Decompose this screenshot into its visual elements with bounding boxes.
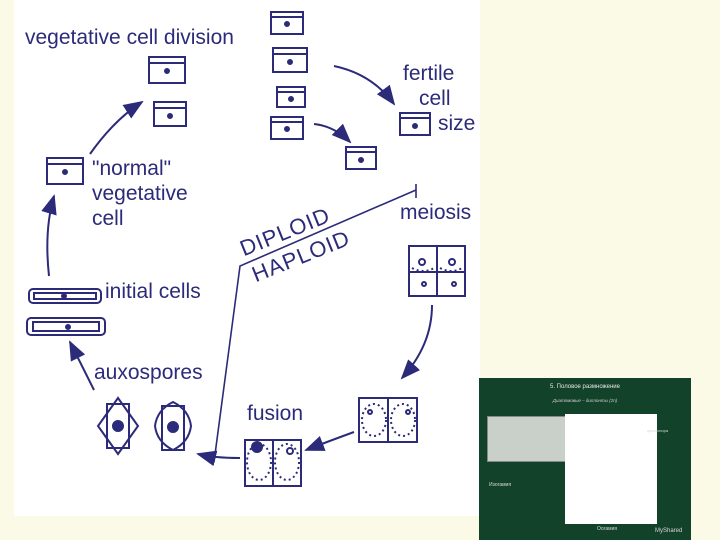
auxospore — [153, 400, 193, 452]
arrow — [41, 194, 57, 277]
label-normal-3: cell — [92, 207, 124, 230]
diatom-life-cycle-diagram — [26, 11, 466, 487]
thumbnail-caption: ауксоспора — [647, 428, 669, 433]
watermark: MyShared — [655, 528, 683, 534]
dividing-cell — [272, 47, 308, 73]
arrow — [400, 304, 433, 380]
thumbnail-illustration — [487, 416, 567, 462]
label-auxospores: auxospores — [94, 361, 203, 384]
label-fusion: fusion — [247, 402, 304, 425]
meiosis-cells — [408, 245, 466, 297]
dividing-cell — [148, 56, 186, 84]
label-fertile-3: size — [438, 112, 476, 135]
label-normal-1: "normal" — [92, 157, 172, 180]
diagram-panel: vegetative cell division fertile cell si… — [14, 0, 480, 516]
label-meiosis: meiosis — [400, 201, 472, 224]
slide-thumbnail[interactable]: 5. Половое размножение Диатомовые – дипл… — [479, 378, 691, 540]
dividing-cell — [270, 116, 304, 140]
label-fertile-2: cell — [419, 87, 451, 110]
thumbnail-caption: Изогамия — [489, 482, 512, 488]
thumbnail-subtitle: Диатомовые – диплонты (2n) — [552, 398, 618, 403]
dividing-cell — [153, 101, 187, 127]
initial-cell — [26, 317, 106, 336]
arrow — [89, 100, 144, 155]
ploidy-divider — [213, 189, 417, 463]
arrow — [196, 450, 241, 467]
thumbnail-caption: Оогамия — [597, 526, 618, 532]
auxospore — [96, 396, 140, 456]
fusion-cells — [244, 439, 302, 487]
arrow — [313, 123, 352, 144]
initial-cell — [28, 288, 102, 304]
arrow — [304, 431, 355, 451]
label-normal-2: vegetative — [92, 182, 188, 205]
gamete-cells — [358, 397, 418, 443]
normal-vegetative-cell — [46, 157, 84, 185]
small-cell — [345, 146, 377, 170]
dividing-cell — [276, 86, 306, 108]
thumbnail-illustration — [565, 414, 657, 524]
arrow — [333, 65, 396, 106]
label-initial-cells: initial cells — [105, 280, 201, 303]
label-vegetative-division: vegetative cell division — [25, 26, 234, 49]
label-fertile-1: fertile — [403, 62, 455, 85]
dividing-cell — [270, 11, 304, 35]
arrow — [69, 340, 95, 391]
thumbnail-title: 5. Половое размножение — [550, 384, 620, 390]
fertile-cell — [399, 112, 431, 136]
